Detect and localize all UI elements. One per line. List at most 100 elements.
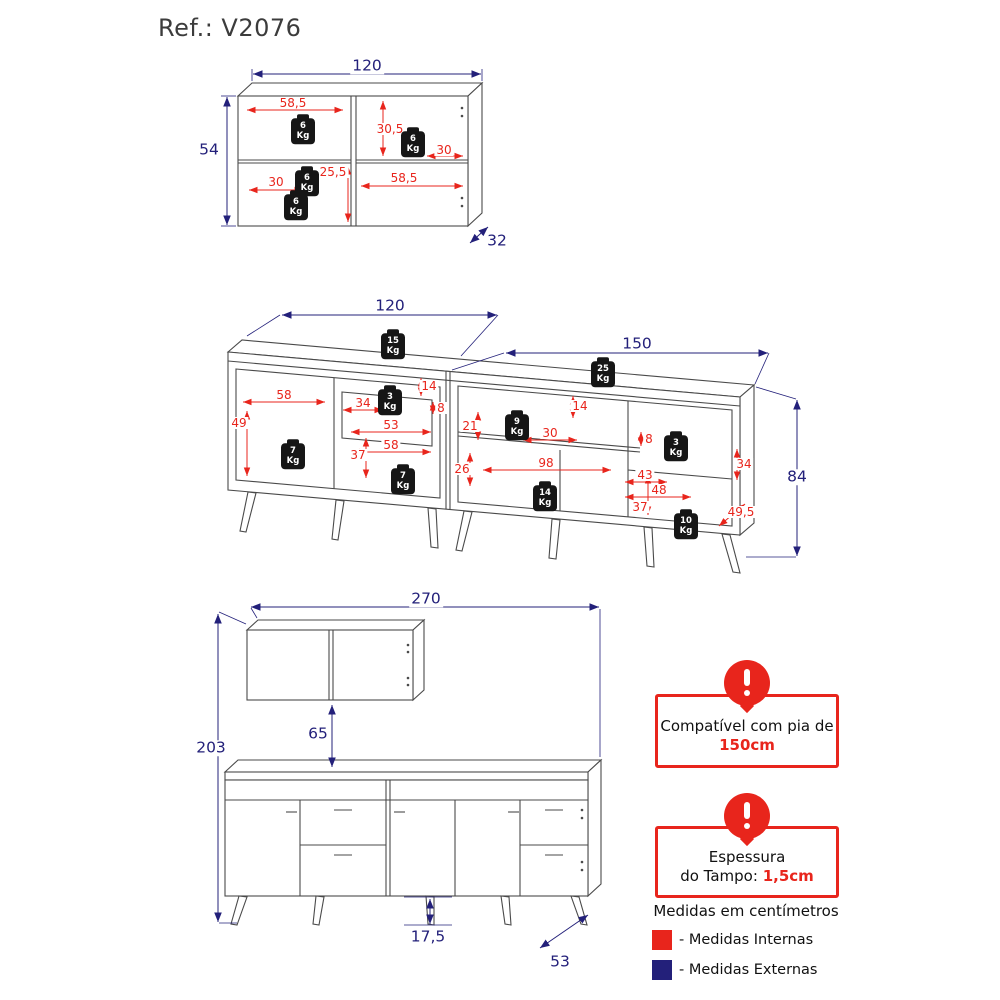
- legend-units-note: Medidas em centímetros: [653, 902, 839, 920]
- dim-counter-34b: 34: [734, 457, 754, 471]
- dim-wall-height: 54: [197, 140, 221, 159]
- weight-value: 10: [680, 516, 692, 527]
- callout-worktop-line1: Espessura: [708, 847, 786, 866]
- dim-counter-14a: 14: [419, 379, 439, 393]
- dim-assembly-width: 270: [409, 589, 443, 608]
- legend-internal-label: - Medidas Internas: [679, 932, 814, 948]
- weight-unit: Kg: [296, 131, 310, 141]
- alert-exclamation-dot: [744, 823, 750, 829]
- weight-value: 7: [400, 471, 406, 482]
- weight-unit: Kg: [286, 456, 300, 466]
- weight-value: 25: [597, 364, 609, 375]
- dim-counter-48: 48: [649, 483, 669, 497]
- callout-sink-value: 150cm: [719, 736, 775, 754]
- dim-wall-top-right-width: 30: [434, 143, 454, 157]
- weight-value: 3: [673, 438, 679, 449]
- dim-counter-left-width: 120: [373, 296, 407, 315]
- weight-unit: Kg: [300, 183, 314, 193]
- external-dims-swatch: [652, 960, 672, 980]
- dim-counter-34a: 34: [353, 396, 373, 410]
- alert-exclamation-bar: [744, 669, 750, 686]
- internal-dims-swatch: [652, 930, 672, 950]
- hinge-dots: [406, 106, 584, 872]
- dim-counter-37a: 37: [348, 448, 368, 462]
- weight-unit: Kg: [406, 144, 420, 154]
- weight-value: 14: [539, 488, 551, 499]
- external-dimension-lines: [214, 70, 801, 949]
- dim-counter-37b: 37: [630, 500, 650, 514]
- internal-dimension-lines: [243, 101, 746, 527]
- weight-unit: Kg: [596, 374, 610, 384]
- weight-unit: Kg: [510, 427, 524, 437]
- weight-value: 7: [290, 446, 296, 457]
- callout-worktop-value: 1,5cm: [762, 867, 814, 885]
- dim-counter-26: 26: [452, 462, 472, 476]
- extension-lines: [218, 69, 797, 926]
- weight-unit: Kg: [289, 207, 303, 217]
- weight-value: 6: [293, 197, 299, 208]
- weight-unit: Kg: [396, 481, 410, 491]
- dim-counter-49-5: 49,5: [725, 505, 757, 519]
- dim-assembly-height: 203: [194, 738, 228, 757]
- weight-unit: Kg: [679, 526, 693, 536]
- alert-exclamation-bar: [744, 802, 750, 819]
- dim-counter-14b: 14: [570, 399, 590, 413]
- weight-unit: Kg: [383, 402, 397, 412]
- dim-counter-98: 98: [536, 456, 556, 470]
- dim-assembly-feet: 17,5: [408, 927, 448, 946]
- weight-value: 3: [387, 392, 393, 403]
- weight-value: 9: [514, 417, 520, 428]
- dim-counter-58a: 58: [274, 388, 294, 402]
- dim-counter-8b: 8: [643, 432, 655, 446]
- dim-wall-width: 120: [350, 56, 384, 75]
- alert-icon: [724, 660, 770, 714]
- dim-counter-53: 53: [381, 418, 401, 432]
- dim-assembly-gap: 65: [306, 724, 330, 743]
- legend-external-label: - Medidas Externas: [679, 962, 818, 978]
- callout-worktop-line2: do Tampo: 1,5cm: [680, 867, 814, 887]
- legend-external-row: - Medidas Externas: [652, 960, 817, 980]
- dim-wall-bottom-right-width: 58,5: [388, 171, 420, 185]
- weight-unit: Kg: [386, 346, 400, 356]
- dim-counter-right-width: 150: [620, 334, 654, 353]
- dim-counter-height: 84: [785, 467, 809, 486]
- alert-icon: [724, 793, 770, 847]
- legend-internal-row: - Medidas Internas: [652, 930, 813, 950]
- dim-wall-depth: 32: [485, 231, 509, 250]
- dim-wall-top-left-width: 58,5: [277, 96, 309, 110]
- dim-counter-21: 21: [460, 419, 480, 433]
- alert-exclamation-dot: [744, 690, 750, 696]
- dim-counter-8a: 8: [435, 401, 447, 415]
- dim-counter-49: 49: [229, 416, 249, 430]
- weight-unit: Kg: [669, 448, 683, 458]
- dim-wall-bottom-left-height: 25,5: [317, 165, 349, 179]
- callout-worktop-prefix: do Tampo:: [680, 867, 763, 885]
- wall-cabinet-outline: [236, 81, 484, 228]
- weight-value: 6: [410, 134, 416, 145]
- dim-wall-right-top-height: 30,5: [374, 122, 406, 136]
- dim-counter-58b: 58: [381, 438, 401, 452]
- weight-value: 6: [300, 121, 306, 132]
- callout-sink-text: Compatível com pia de: [660, 716, 834, 735]
- dim-counter-43: 43: [635, 468, 655, 482]
- reference-title: Ref.: V2076: [158, 14, 302, 42]
- dim-counter-30: 30: [540, 426, 560, 440]
- weight-unit: Kg: [538, 498, 552, 508]
- assembly-outline: [223, 618, 603, 926]
- weight-value: 15: [387, 336, 399, 347]
- dim-wall-bottom-left-width: 30: [266, 175, 286, 189]
